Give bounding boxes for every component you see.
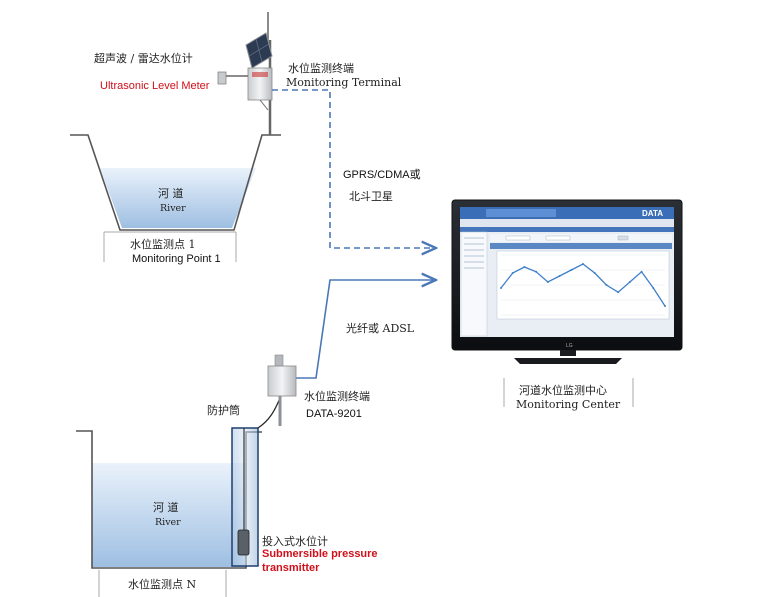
- pointN-sensor-label-cn: 投入式水位计: [262, 535, 328, 548]
- trend-point-0: [500, 287, 502, 289]
- wireless-link-label-cn: 北斗卫星: [349, 190, 393, 203]
- trend-point-5: [558, 275, 561, 277]
- trend-point-8: [593, 272, 596, 274]
- point1-sensor-label-cn: 超声波 / 雷达水位计: [94, 52, 193, 65]
- monitoring-center-monitor: DATA LG: [451, 199, 683, 364]
- river-channel-n: [76, 430, 262, 569]
- point1-name-en: Monitoring Point 1: [132, 253, 221, 265]
- ultrasonic-sensor-icon: [217, 71, 227, 85]
- trend-point-12: [640, 270, 643, 273]
- protective-tube: [231, 427, 259, 567]
- wired-link-label: 光纤或 ADSL: [346, 322, 415, 335]
- pointN-sensor-label-en-1: Submersible pressure: [262, 548, 378, 560]
- point1-name-cn: 水位监测点 1: [130, 238, 196, 251]
- wired-link-line: [296, 280, 436, 379]
- pointN-river-label-en: River: [155, 517, 181, 528]
- submersible-sensor-icon: [237, 529, 250, 556]
- trend-point-13: [652, 287, 655, 289]
- point1-terminal-label-en: Monitoring Terminal: [286, 76, 402, 89]
- center-label-en: Monitoring Center: [516, 398, 621, 411]
- center-label-cn: 河道水位监测中心: [519, 384, 607, 397]
- trend-point-7: [582, 263, 584, 265]
- trend-point-11: [628, 281, 631, 283]
- trend-point-14: [664, 305, 666, 307]
- terminal-box-n-icon: [267, 365, 297, 397]
- app-logo: DATA: [642, 209, 663, 218]
- point1-label-frame: [103, 231, 237, 262]
- trend-point-6: [570, 269, 573, 271]
- solar-panel-icon: [245, 32, 273, 69]
- trend-point-2: [523, 266, 526, 268]
- pointN-terminal-model: DATA-9201: [306, 408, 362, 420]
- monitor-brand-logo: LG: [566, 343, 573, 349]
- trend-point-3: [535, 270, 538, 273]
- trend-point-9: [605, 284, 608, 286]
- point1-river-label-en: River: [160, 203, 186, 214]
- pointN-terminal-label-cn: 水位监测终端: [304, 390, 370, 403]
- trend-point-10: [617, 291, 620, 294]
- wireless-link-label-en: GPRS/CDMA或: [343, 169, 421, 181]
- trend-point-4: [546, 281, 549, 283]
- point1-terminal-label-cn: 水位监测终端: [288, 62, 354, 75]
- center-label-frame: [503, 378, 634, 407]
- pointN-label-frame: [98, 570, 227, 597]
- pointN-name-cn: 水位监测点 N: [128, 578, 197, 591]
- point1-sensor-label-en: Ultrasonic Level Meter: [100, 80, 210, 92]
- monitoring-terminal-station-n: [257, 354, 297, 429]
- trend-point-1: [511, 272, 514, 274]
- monitoring-terminal-station-1: [217, 12, 273, 135]
- point1-river-label-cn: 河 道: [158, 187, 184, 200]
- pointN-river-label-cn: 河 道: [153, 501, 179, 514]
- pointN-shield-label: 防护筒: [207, 404, 240, 417]
- pointN-sensor-label-en-2: transmitter: [262, 562, 320, 574]
- river-channel-1: [70, 134, 281, 231]
